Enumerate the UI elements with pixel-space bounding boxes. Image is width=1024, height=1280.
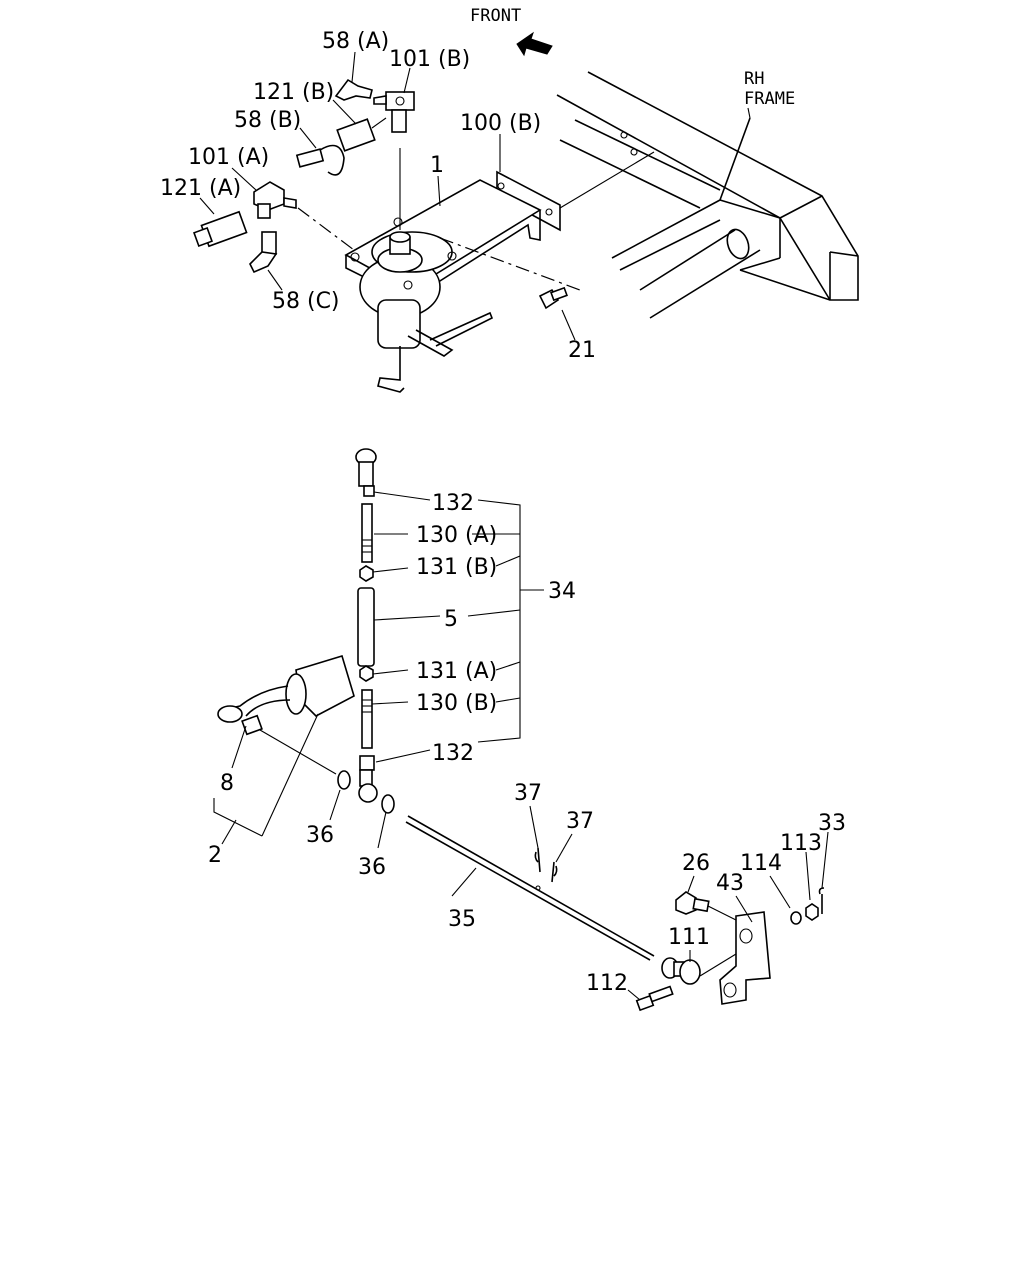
label-101b: 101 (B): [389, 47, 470, 72]
leader-lines-lower: [451, 805, 829, 1001]
label-121a: 121 (A): [160, 176, 241, 201]
frame-label-line2: FRAME: [744, 89, 795, 109]
bracket-43: [719, 911, 771, 1005]
ball-joint-111: [661, 957, 701, 985]
washer-36-left: [337, 770, 351, 790]
frame-label-line1: RH: [744, 69, 764, 89]
group-bracket-34: [467, 499, 544, 743]
fitting-101b: [373, 91, 415, 133]
label-112: 112: [586, 971, 628, 996]
label-111: 111: [668, 925, 710, 950]
label-36-left: 36: [306, 823, 334, 848]
rh-frame: [556, 71, 859, 319]
label-131a: 131 (A): [416, 659, 497, 684]
bolt-21: [538, 286, 568, 310]
label-36-right: 36: [358, 855, 386, 880]
label-43: 43: [716, 871, 744, 896]
fitting-dashed-path: [297, 207, 355, 251]
nut-113: [805, 903, 819, 921]
label-1: 1: [430, 153, 444, 178]
label-5: 5: [444, 607, 458, 632]
label-34: 34: [548, 579, 576, 604]
label-2: 2: [208, 843, 222, 868]
label-8: 8: [220, 771, 234, 796]
control-knob-assembly: [217, 655, 355, 736]
washer-36-right: [381, 794, 395, 814]
fitting-58c: [249, 231, 278, 274]
linkage-rod-assembly: [355, 448, 378, 803]
fitting-58a: [334, 78, 373, 101]
label-58c: 58 (C): [272, 289, 340, 314]
label-58b: 58 (B): [234, 108, 301, 133]
label-132-top: 132: [432, 491, 474, 516]
fitting-101a: [253, 181, 297, 219]
label-37-left: 37: [514, 781, 542, 806]
fitting-58b: [295, 144, 345, 176]
leader-lines-middle: [213, 491, 441, 849]
bolt-26: [675, 891, 710, 915]
washer-114: [790, 911, 802, 925]
bolt-dashed-path: [439, 237, 581, 291]
label-130b: 130 (B): [416, 691, 497, 716]
leader-lines-top: [199, 51, 576, 341]
label-100b: 100 (B): [460, 111, 541, 136]
label-21: 21: [568, 338, 596, 363]
label-130a: 130 (A): [416, 523, 497, 548]
front-arrow-icon: [516, 31, 553, 57]
front-label: FRONT: [470, 6, 521, 26]
label-113: 113: [780, 831, 822, 856]
label-58a: 58 (A): [322, 29, 389, 54]
label-114: 114: [740, 851, 782, 876]
rod-35: [405, 815, 655, 961]
label-101a: 101 (A): [188, 145, 269, 170]
cotter-pin-33: [818, 887, 825, 914]
fitting-121b: [336, 117, 387, 152]
bolt-112: [635, 985, 674, 1012]
part-labels: 58 (A) 101 (B) 121 (B) 58 (B) 100 (B) 10…: [160, 29, 846, 996]
label-131b: 131 (B): [416, 555, 497, 580]
label-33: 33: [818, 811, 846, 836]
valve-assembly: [350, 148, 494, 393]
label-121b: 121 (B): [253, 80, 334, 105]
fitting-121a: [193, 210, 248, 248]
label-132-bottom: 132: [432, 741, 474, 766]
cotter-pins-37: [534, 847, 558, 883]
label-35: 35: [448, 907, 476, 932]
label-26: 26: [682, 851, 710, 876]
label-37-right: 37: [566, 809, 594, 834]
